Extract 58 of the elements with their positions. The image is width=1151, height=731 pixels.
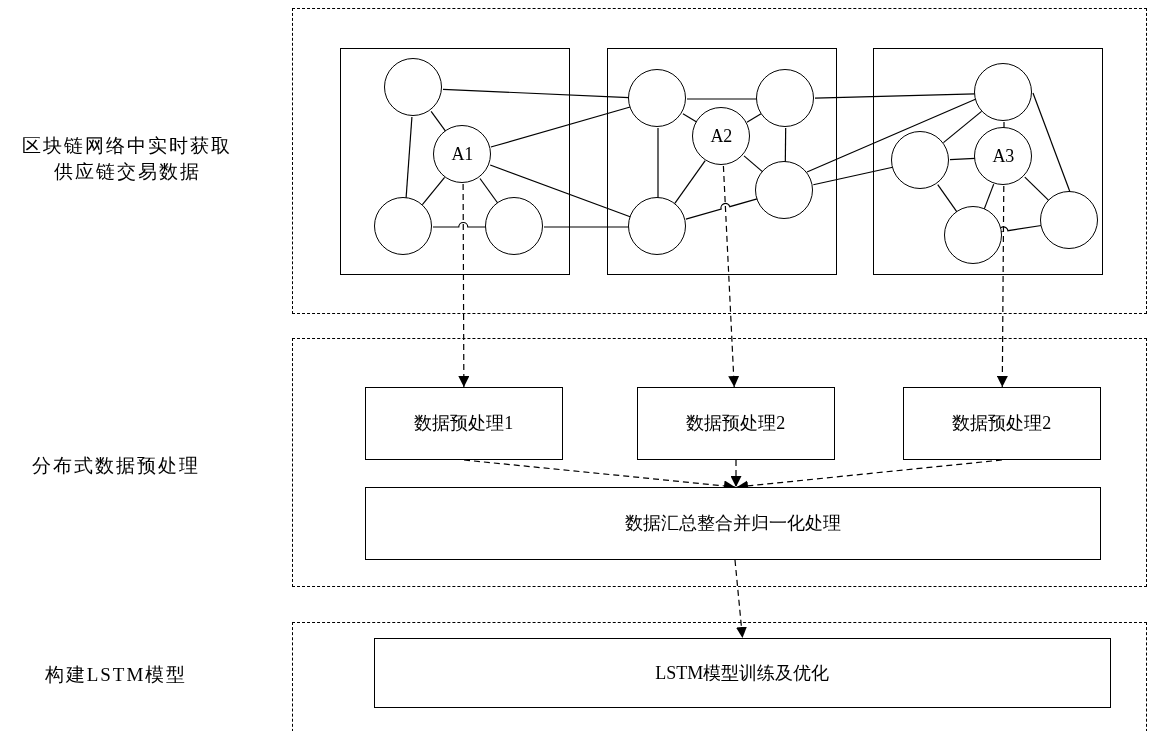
connection-line (657, 127, 659, 199)
dashed-arrow (722, 165, 740, 388)
connection-line (543, 226, 630, 228)
dashed-section-frame (292, 8, 1147, 314)
node-label: A3 (992, 145, 1015, 167)
connection-line (812, 166, 894, 186)
network-node-circle (1040, 191, 1099, 250)
process-box (373, 637, 1111, 708)
connection-line (432, 221, 487, 228)
process-box (364, 386, 563, 460)
connection-line (442, 88, 630, 99)
group-box (339, 47, 570, 275)
network-node-circle (692, 107, 751, 166)
connection-line (998, 224, 1042, 233)
group-box (606, 47, 837, 275)
process-box (636, 386, 835, 460)
connection-line (743, 155, 764, 173)
process-label: LSTM模型训练及优化 (655, 661, 830, 685)
dashed-arrow (734, 559, 747, 639)
stage-label: 区块链网络中实时获取供应链交易数据 (21, 134, 233, 184)
connection-line (489, 164, 632, 218)
connection-line (1003, 121, 1005, 129)
group-box (872, 47, 1103, 275)
connection-line (479, 177, 499, 205)
process-label: 数据预处理2 (686, 412, 786, 436)
connection-line (421, 176, 446, 206)
process-box (902, 386, 1101, 460)
connection-line (746, 113, 762, 123)
dashed-arrow (458, 183, 470, 388)
connection-line (983, 183, 995, 210)
stage-label: 分布式数据预处理 (31, 454, 201, 478)
dashed-section-frame (292, 338, 1147, 587)
node-label: A1 (451, 143, 474, 165)
connection-line (682, 113, 698, 123)
stage-label: 构建LSTM模型 (43, 663, 189, 687)
connection-line (686, 98, 758, 100)
connection-line (949, 157, 976, 161)
process-label: 数据预处理2 (952, 412, 1052, 436)
connection-line (674, 160, 706, 204)
process-label: 数据汇总整合并归一化处理 (624, 512, 841, 536)
network-node-circle (891, 131, 950, 190)
process-box (364, 486, 1101, 560)
connection-line (806, 98, 977, 173)
connection-line (1024, 176, 1050, 202)
connection-line (814, 93, 976, 99)
connection-line (942, 110, 983, 144)
node-label: A2 (710, 125, 733, 147)
dashed-section-frame (292, 622, 1147, 731)
connection-line (1032, 92, 1071, 193)
dashed-arrow (730, 459, 742, 488)
connection-line (405, 116, 413, 199)
process-label: 数据预处理1 (414, 412, 514, 436)
connection-line (937, 184, 958, 213)
connection-line (685, 198, 758, 220)
connection-line (784, 127, 787, 163)
connection-line (490, 106, 631, 148)
dashed-arrow (996, 185, 1008, 388)
connection-line (430, 110, 447, 133)
